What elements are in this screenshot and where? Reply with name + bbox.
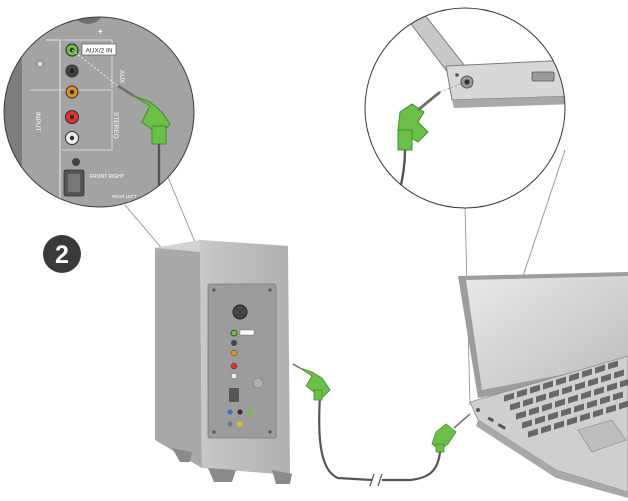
keyboard-key[interactable]: [543, 380, 553, 390]
keyboard-key[interactable]: [601, 373, 611, 383]
audio-cable: [318, 394, 442, 487]
laptop-plug-icon: [431, 413, 471, 453]
keyboard-key[interactable]: [587, 399, 597, 409]
rear-jack-blue[interactable]: [227, 409, 233, 415]
laptop: [458, 272, 628, 498]
keyboard-key[interactable]: [567, 416, 577, 426]
laptop-jack-callout: [364, 7, 566, 209]
aux-label: AUX: [118, 70, 125, 84]
rear-jack-black[interactable]: [237, 409, 243, 415]
keyboard-key[interactable]: [555, 398, 565, 408]
stereo-jack-white[interactable]: [230, 372, 238, 380]
keyboard-key[interactable]: [554, 420, 564, 430]
keyboard-key[interactable]: [593, 408, 603, 418]
keyboard-key[interactable]: [608, 360, 618, 370]
keyboard-key[interactable]: [607, 382, 617, 392]
keyboard-key[interactable]: [523, 397, 533, 407]
keyboard-key[interactable]: [619, 400, 628, 410]
rear-jack-yellow[interactable]: [237, 421, 243, 427]
keyboard-key[interactable]: [522, 419, 532, 429]
stereo-jack-red[interactable]: [230, 362, 238, 370]
rear-jack-grey[interactable]: [227, 421, 233, 427]
keyboard-key[interactable]: [588, 377, 598, 387]
keyboard-key[interactable]: [575, 381, 585, 391]
keyboard-key[interactable]: [516, 410, 526, 420]
input-jack-orange[interactable]: [230, 349, 238, 357]
speaker-plug-icon: [292, 363, 331, 401]
front-right-label: FRONT RIGHT: [90, 174, 124, 180]
speaker-back-panel: [207, 283, 277, 439]
keyboard-key[interactable]: [562, 385, 572, 395]
aux-in-label: AUX/2 IN: [85, 48, 112, 55]
keyboard-key[interactable]: [529, 406, 539, 416]
speaker-jack-callout: AUX/2 IN INPUT AUX STEREO FRONT RIGHT RE…: [3, 16, 195, 208]
rear-left-label: REAR LEFT: [112, 194, 137, 199]
keyboard-key[interactable]: [510, 401, 520, 411]
plus-label: +: [98, 27, 103, 36]
keyboard-key[interactable]: [504, 392, 514, 402]
keyboard-key[interactable]: [535, 415, 545, 425]
step-badge: 2: [43, 235, 81, 273]
laptop-audio-port[interactable]: [476, 408, 480, 412]
keyboard-key[interactable]: [541, 424, 551, 434]
keyboard-key[interactable]: [594, 386, 604, 396]
step-number: 2: [55, 241, 69, 269]
input-label: INPUT: [34, 112, 41, 132]
keyboard-key[interactable]: [581, 390, 591, 400]
rear-jack-green[interactable]: [247, 409, 253, 415]
input-jack-black[interactable]: [231, 340, 237, 346]
keyboard-key[interactable]: [606, 404, 616, 414]
keyboard-key[interactable]: [580, 412, 590, 422]
keyboard-key[interactable]: [561, 407, 571, 417]
keyboard-key[interactable]: [556, 376, 566, 386]
keyboard-key[interactable]: [548, 411, 558, 421]
keyboard-key[interactable]: [595, 364, 605, 374]
keyboard-key[interactable]: [536, 393, 546, 403]
stereo-label: STEREO: [112, 112, 119, 139]
volume-knob[interactable]: [232, 304, 248, 320]
keyboard-key[interactable]: [613, 391, 623, 401]
keyboard-key[interactable]: [549, 389, 559, 399]
keyboard-key[interactable]: [528, 428, 538, 438]
keyboard-key[interactable]: [568, 394, 578, 404]
keyboard-key[interactable]: [530, 384, 540, 394]
keyboard-key[interactable]: [569, 372, 579, 382]
laptop-touchpad[interactable]: [577, 419, 627, 453]
keyboard-key[interactable]: [517, 388, 527, 398]
subwoofer-speaker: [155, 240, 292, 484]
aux-in-jack[interactable]: [230, 329, 238, 337]
keyboard-key[interactable]: [614, 369, 624, 379]
keyboard-key[interactable]: [600, 395, 610, 405]
keyboard-key[interactable]: [542, 402, 552, 412]
keyboard-key[interactable]: [574, 403, 584, 413]
keyboard-key[interactable]: [582, 368, 592, 378]
